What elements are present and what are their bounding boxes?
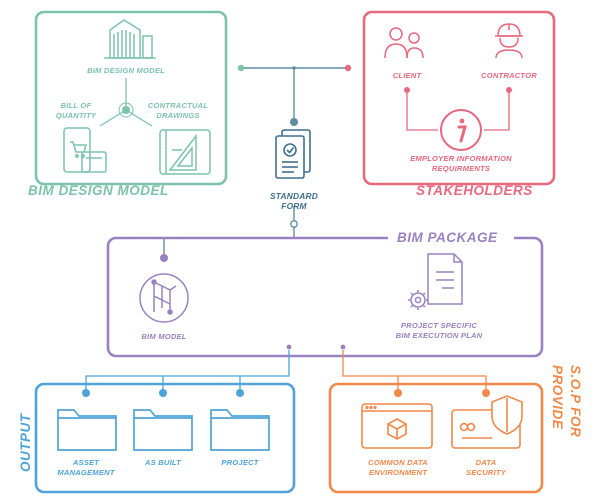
stakeholders-box [362,10,556,186]
client-label: CLIENT [393,71,423,80]
bim-model-icon [139,273,189,323]
design-box [34,10,228,186]
data-security-icon [451,395,523,449]
cde-label-2: ENVIRONMENT [369,468,428,477]
boq-label-1: BILL OF [61,101,92,110]
design-center-label: BIM DESIGN MODEL [87,66,165,75]
stakeholders-panel: STAKEHOLDERS CLIENT CONTRACTOR [362,10,556,198]
sop-title-2: S.O.P FOR [568,365,583,437]
design-title: BIM DESIGN MODEL [28,183,169,198]
eir-label-2: REQUIRMENTS [432,164,490,173]
eir-label-1: EMPLOYER INFORMATION [410,154,512,163]
cde-label-1: COMMON DATA [368,458,428,467]
client-users-icon [384,27,424,59]
folder-icon [133,409,193,451]
shopping-cart-tablet-icon [63,127,107,173]
document-check-icon [275,129,311,179]
bim-design-model-panel: BIM DESIGN MODEL BIM DESIGN MODEL BILL O… [28,10,228,198]
contractor-label: CONTRACTOR [481,71,537,80]
folder-icon [57,409,117,451]
document-gear-icon [408,253,463,310]
standard-form-node: STANDARD FORM [270,129,318,211]
asbuilt-label: AS BUILT [144,458,182,467]
sop-box [328,382,544,494]
info-icon [440,109,482,151]
form-bottom-dot [290,220,298,228]
common-data-environment-icon [361,403,433,449]
bep-label-2: BIM EXECUTION PLAN [396,331,483,340]
junction-dot [292,66,296,70]
blueprint-drawing-icon [159,129,211,175]
standard-form-label-2: FORM [281,201,307,211]
output-title: OUTPUT [18,412,33,472]
design-connector-dot [237,64,245,72]
folder-icon [210,409,270,451]
contractor-helmet-icon [495,23,523,59]
drawings-label-1: CONTRACTUAL [148,101,209,110]
drawings-label-2: DRAWINGS [156,111,199,120]
stakeholder-links [406,92,510,131]
security-label-1: DATA [476,458,497,467]
boq-label-2: QUANTITY [56,111,97,120]
output-panel: OUTPUT ASSET MANAGEMENT AS BUILT PROJECT [18,382,296,494]
form-top-dot [290,118,298,126]
standard-form-label-1: STANDARD [270,191,318,201]
bim-package-panel: BIM PACKAGE BIM MODEL PROJECT SPECIFIC B… [106,226,544,358]
package-box [106,236,544,358]
tri-connector [99,78,153,127]
tri-center-dot [122,106,130,114]
building-icon [104,19,156,59]
package-title: BIM PACKAGE [397,230,498,245]
asset-label-2: MANAGEMENT [57,468,115,477]
bep-label-1: PROJECT SPECIFIC [401,321,478,330]
sop-title-1: PROVIDE [550,365,565,430]
bim-model-label: BIM MODEL [141,332,186,341]
asset-label-1: ASSET [72,458,100,467]
project-label: PROJECT [221,458,259,467]
package-entry-dot [160,254,168,262]
security-label-2: SECURITY [466,468,507,477]
provide-sop-panel: PROVIDE S.O.P FOR COMMON DATA ENVIRONMEN… [328,365,583,494]
stakeholders-title: STAKEHOLDERS [416,183,533,198]
stakeholder-connector-dot [344,64,352,72]
output-box [34,382,296,494]
